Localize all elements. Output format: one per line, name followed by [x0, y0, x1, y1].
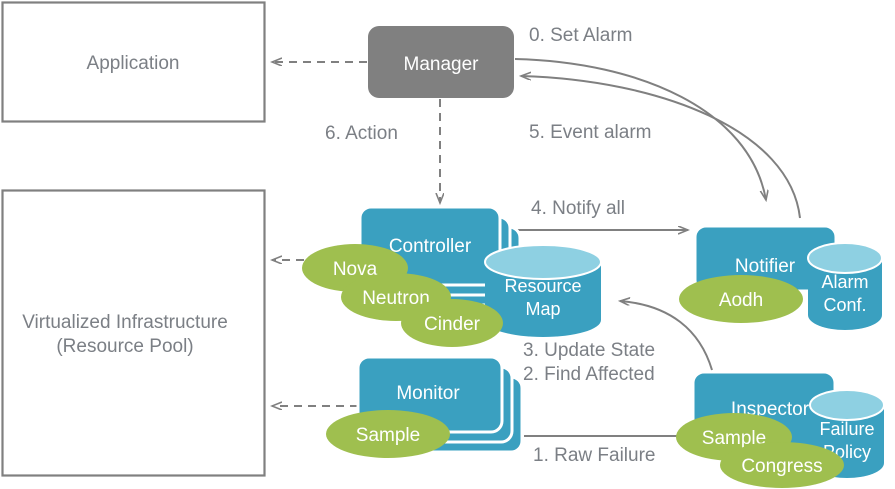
pill-aodh[interactable]: Aodh — [679, 275, 803, 323]
pill-congress[interactable]: Congress — [720, 442, 844, 488]
step-3-label: 3. Update State — [523, 340, 655, 361]
neutron-label: Neutron — [362, 288, 430, 309]
step-5-event-alarm: 5. Event alarm — [521, 76, 801, 219]
congress-label: Congress — [741, 456, 822, 477]
node-notifier[interactable]: Notifier — [693, 224, 838, 293]
step-0-label: 0. Set Alarm — [529, 25, 633, 46]
manager-label: Manager — [404, 54, 480, 75]
alarm-conf-body[interactable] — [808, 258, 882, 330]
virtualized-infrastructure-box — [1, 189, 266, 477]
failure-policy-label-line1: Failure — [819, 419, 874, 439]
arrow-step-5 — [521, 76, 801, 219]
alarm-conf-label-line2: Conf. — [823, 295, 866, 315]
step-1-raw-failure: 1. Raw Failure — [524, 435, 700, 466]
step-1-label: 1. Raw Failure — [533, 445, 656, 466]
arrow-steps-2-3 — [620, 301, 713, 371]
step-4-notify-all: 4. Notify all — [512, 198, 688, 230]
alarm-conf-label-line1: Alarm — [821, 272, 868, 292]
arrow-step-0 — [514, 58, 766, 200]
cylinder-alarm-conf[interactable]: Alarm Conf. — [807, 242, 883, 330]
resource-map-label-line2: Map — [525, 299, 560, 319]
monitor-label: Monitor — [396, 383, 460, 404]
virtualized-infrastructure-label-line2: (Resource Pool) — [56, 336, 193, 357]
step-6-label: 6. Action — [325, 123, 398, 144]
notifier-label: Notifier — [735, 256, 796, 277]
step-2-label: 2. Find Affected — [523, 364, 655, 385]
aodh-ellipse[interactable] — [679, 275, 803, 323]
steps-2-3-arrow: 3. Update State 2. Find Affected — [523, 301, 713, 385]
pill-cinder[interactable]: Cinder — [401, 299, 503, 347]
resource-map-top — [484, 244, 602, 280]
step-5-label: 5. Event alarm — [529, 122, 652, 143]
congress-ellipse[interactable] — [720, 442, 844, 488]
nova-label: Nova — [333, 259, 378, 280]
container-virtualized-infrastructure: Virtualized Infrastructure (Resource Poo… — [1, 189, 266, 477]
cinder-ellipse[interactable] — [401, 299, 503, 347]
resource-map-body[interactable] — [485, 262, 601, 337]
inspector-sample-label: Sample — [702, 428, 766, 449]
alarm-conf-top — [807, 242, 883, 274]
resource-map-label-line1: Resource — [504, 276, 581, 296]
monitor-sample-ellipse[interactable] — [326, 410, 450, 458]
node-manager[interactable]: Manager — [368, 26, 514, 98]
step-0-set-alarm: 0. Set Alarm — [514, 25, 766, 200]
cinder-label: Cinder — [424, 314, 481, 335]
container-application: Application — [1, 1, 266, 123]
manager-box[interactable] — [368, 26, 514, 98]
application-label: Application — [87, 53, 180, 74]
monitor-sample-label: Sample — [356, 425, 420, 446]
aodh-label: Aodh — [719, 290, 763, 311]
controller-label: Controller — [389, 236, 472, 257]
pill-monitor-sample[interactable]: Sample — [326, 410, 450, 458]
step-4-label: 4. Notify all — [531, 198, 625, 219]
application-box — [1, 1, 266, 123]
cylinder-resource-map[interactable]: Resource Map — [484, 244, 602, 337]
failure-policy-top — [809, 389, 885, 421]
step-6-action: 6. Action — [325, 99, 440, 203]
virtualized-infrastructure-label-line1: Virtualized Infrastructure — [22, 312, 228, 333]
